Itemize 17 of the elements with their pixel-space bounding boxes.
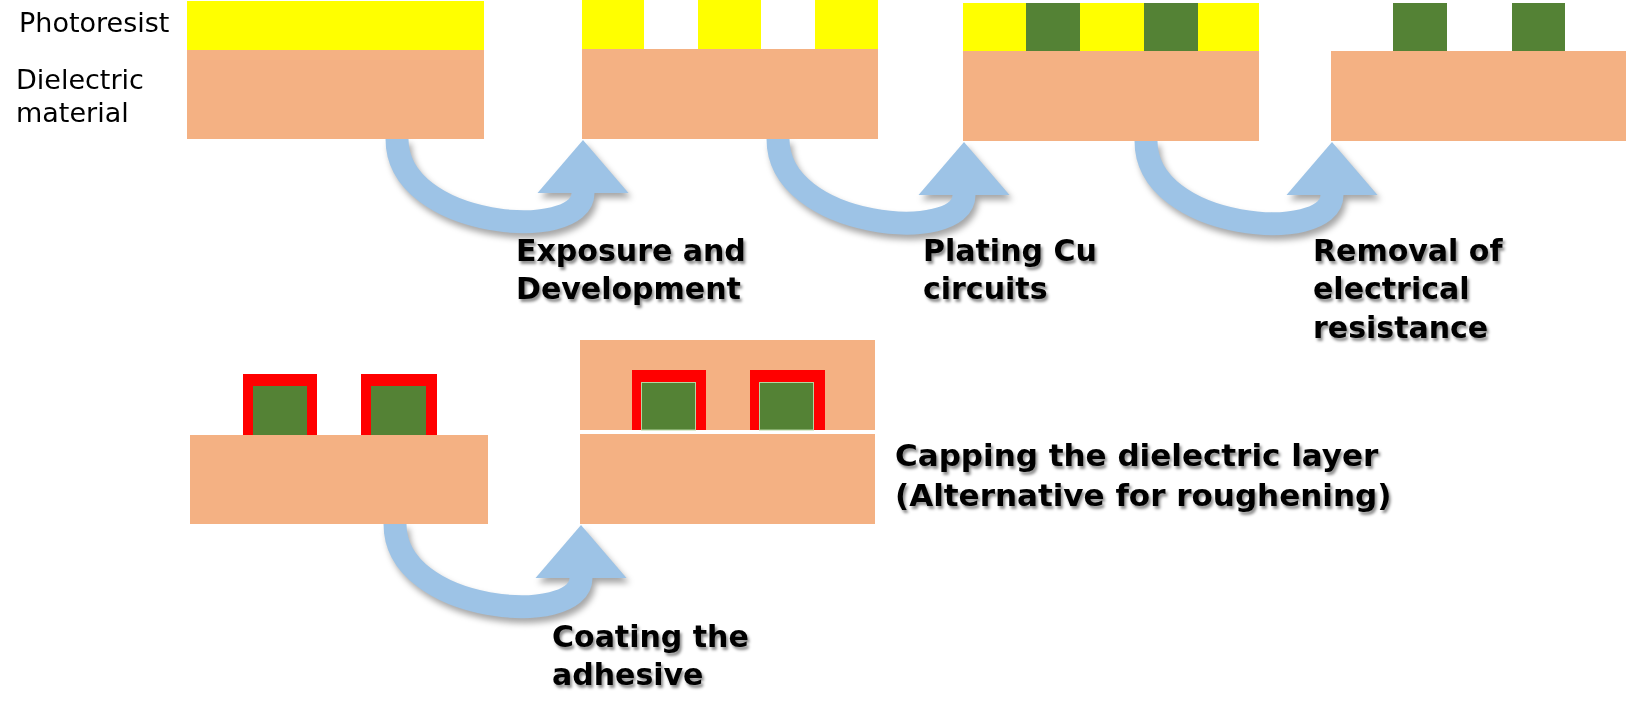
step-label: Plating Cu circuits [923,232,1098,309]
layer-label: Dielectric material [16,63,145,129]
step-label: Exposure and Development [516,232,747,309]
cross-section-drawing [963,3,1259,141]
layer-label: Photoresist [19,6,171,39]
curved-arrow [383,522,625,618]
curved-arrow [766,137,1008,235]
cross-section-drawing [190,374,488,524]
step-caption: Capping the dielectric layer (Alternative for roughening) [895,436,1393,515]
cross-section-drawing [582,0,878,139]
curved-arrow [385,137,627,233]
cross-section-drawing [187,1,484,139]
curved-arrow [1134,139,1376,235]
cross-section-drawing [1331,3,1626,141]
cross-section-drawing [580,340,875,524]
step-label: Removal of electrical resistance [1313,232,1504,347]
step-label: Coating the adhesive [552,618,750,695]
